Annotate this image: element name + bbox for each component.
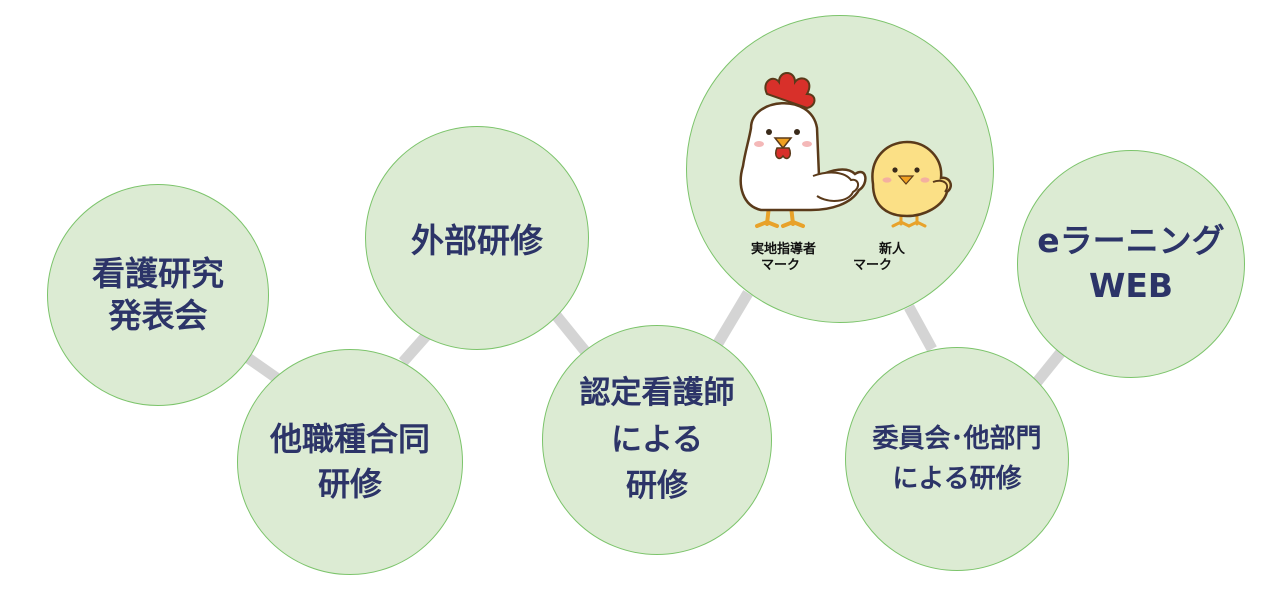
chicken-icon	[739, 72, 867, 228]
mark-label-line: 実地指導者	[751, 242, 817, 257]
mark-label-line: マーク	[853, 258, 893, 274]
node-certified-nurse-training: 認定看護師 による 研修	[542, 325, 772, 555]
node-label: による	[610, 421, 704, 458]
instructor-mark-label: 実地指導者 マーク	[751, 242, 816, 275]
node-label: 委員会･他部門	[872, 423, 1042, 454]
node-label: 認定看護師	[579, 375, 735, 412]
connector-external-cert	[550, 310, 590, 355]
mark-label-line: 新人	[879, 242, 906, 257]
mark-label-line: マーク	[761, 258, 801, 274]
node-label: WEB	[1088, 266, 1174, 305]
node-committee-training: 委員会･他部門 による研修	[845, 347, 1069, 571]
connector-committee-elearn	[1032, 347, 1067, 386]
node-mascot: 実地指導者 マーク 新人 マーク	[686, 15, 994, 323]
connector-research-multi	[244, 353, 282, 384]
node-label: 発表会	[108, 296, 208, 335]
mascot-illustration	[739, 72, 952, 228]
node-label: 看護研究	[92, 254, 224, 294]
node-label: 研修	[626, 468, 688, 505]
node-label: による研修	[892, 464, 1022, 494]
node-label: eラーニング	[1037, 221, 1225, 261]
connector-mascot-committee	[904, 304, 937, 352]
connector-cert-mascot	[712, 290, 753, 348]
node-multi-profession-training: 他職種合同 研修	[237, 349, 463, 575]
connector-multi-external	[398, 332, 431, 366]
node-label: 他職種合同	[269, 420, 430, 459]
node-external-training: 外部研修	[365, 126, 589, 350]
node-label: 外部研修	[411, 221, 543, 260]
node-label: 研修	[317, 465, 382, 503]
newcomer-mark-label: 新人 マーク	[853, 242, 905, 275]
chick-icon	[871, 140, 952, 228]
node-elearning-web: eラーニング WEB	[1017, 150, 1245, 378]
node-nursing-research: 看護研究 発表会	[47, 184, 269, 406]
